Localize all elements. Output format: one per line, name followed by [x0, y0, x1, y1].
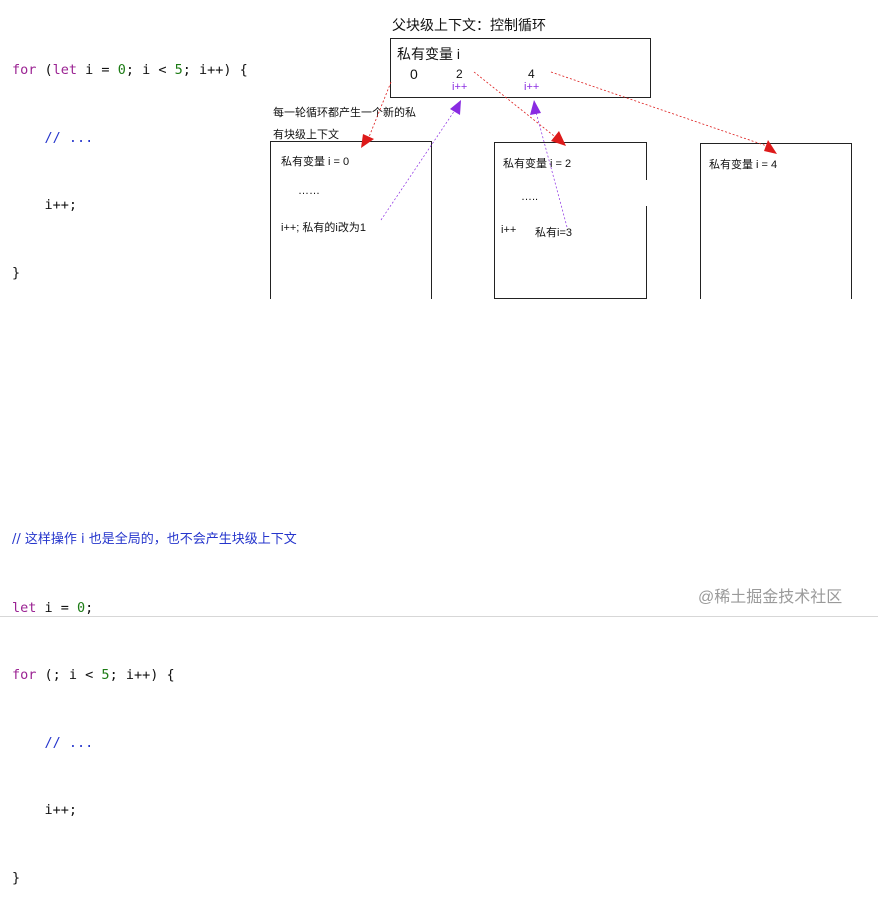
parent-context-box: 私有变量 i 0 2 4 i++ i++: [390, 38, 651, 98]
code-text: (: [36, 62, 53, 78]
code-number: 0: [117, 62, 126, 78]
code-line-let: let i = 0;: [12, 597, 297, 620]
code-number: 5: [101, 667, 110, 683]
arrows-overlay: [361, 71, 777, 228]
code-keyword: let: [12, 599, 37, 616]
child1-note: i++; 私有的i改为1: [281, 222, 366, 234]
code-text: (; i <: [36, 667, 102, 683]
parent-increment-2: i++: [452, 81, 468, 93]
code-line-for: for (let i = 0; i < 5; i++) {: [12, 59, 248, 82]
parent-increment-4: i++: [524, 81, 540, 93]
parent-value-0: 0: [410, 66, 418, 82]
parent-var-label: 私有变量 i: [397, 46, 460, 62]
arrow-line-4-to-box3: [550, 71, 768, 147]
code-text: ;: [85, 599, 94, 616]
code-text: i =: [36, 599, 78, 616]
child2-note-a: i++: [501, 224, 517, 236]
child-context-box-2: 私有变量 i = 2 ….. i++ 私有i=3: [494, 142, 647, 299]
code-line-increment: i++;: [12, 197, 78, 213]
arrowhead-red-box1: [361, 134, 374, 148]
arrow-line-box2-to-parent: [535, 111, 568, 228]
code-keyword: for: [12, 667, 37, 683]
child2-dots: …..: [521, 191, 539, 203]
parent-value-2: 2: [456, 67, 463, 81]
code-text: ; i++) {: [109, 667, 175, 683]
arrowhead-purple-2: [530, 100, 541, 115]
code-text: ; i <: [125, 62, 175, 78]
child1-var: 私有变量 i = 0: [281, 156, 350, 168]
child2-note-b: 私有i=3: [535, 227, 572, 239]
code-number: 5: [174, 62, 183, 78]
code-line-close: }: [12, 869, 21, 886]
code-number: 0: [77, 599, 86, 616]
top-code-block: for (let i = 0; i < 5; i++) { // ... i++…: [12, 14, 248, 307]
code-line-comment: // ...: [12, 734, 94, 751]
arrow-line-2-to-box2: [473, 71, 555, 137]
bottom-divider: [0, 616, 878, 617]
code-line-comment: // ...: [12, 129, 94, 146]
arrow-line-box1-to-parent: [380, 109, 456, 221]
arrow-line-0-to-box1: [368, 81, 392, 138]
code-comment: // 这样操作 i 也是全局的，也不会产生块级上下文: [12, 532, 297, 547]
watermark: @稀土掘金技术社区: [698, 589, 843, 606]
child3-var: 私有变量 i = 4: [709, 159, 778, 171]
bottom-code-block: // 这样操作 i 也是全局的，也不会产生块级上下文 let i = 0; fo…: [12, 484, 297, 912]
child-context-box-1: 私有变量 i = 0 …… i++; 私有的i改为1: [270, 141, 432, 299]
annotation-line-1: 每一轮循环都产生一个新的私: [273, 107, 416, 119]
arrowhead-red-box2: [551, 131, 566, 146]
code-text: ; i++) {: [182, 62, 248, 78]
code-line-increment: i++;: [12, 802, 78, 818]
child-context-box-3: 私有变量 i = 4: [700, 143, 852, 299]
arrowhead-red-box3: [764, 140, 777, 154]
parent-value-4: 4: [528, 67, 535, 81]
child2-var: 私有变量 i = 2: [503, 158, 572, 170]
child-box-2-gap: [644, 180, 650, 206]
arrowhead-purple-1: [450, 100, 461, 115]
annotation-line-2: 有块级上下文: [273, 129, 339, 141]
code-text: i =: [77, 62, 118, 78]
child1-dots: ……: [298, 185, 320, 197]
code-keyword: for: [12, 62, 37, 78]
code-line-close: }: [12, 264, 21, 281]
code-line-for: for (; i < 5; i++) {: [12, 664, 297, 687]
code-keyword: let: [52, 62, 78, 78]
parent-context-title: 父块级上下文：控制循环: [392, 17, 546, 33]
